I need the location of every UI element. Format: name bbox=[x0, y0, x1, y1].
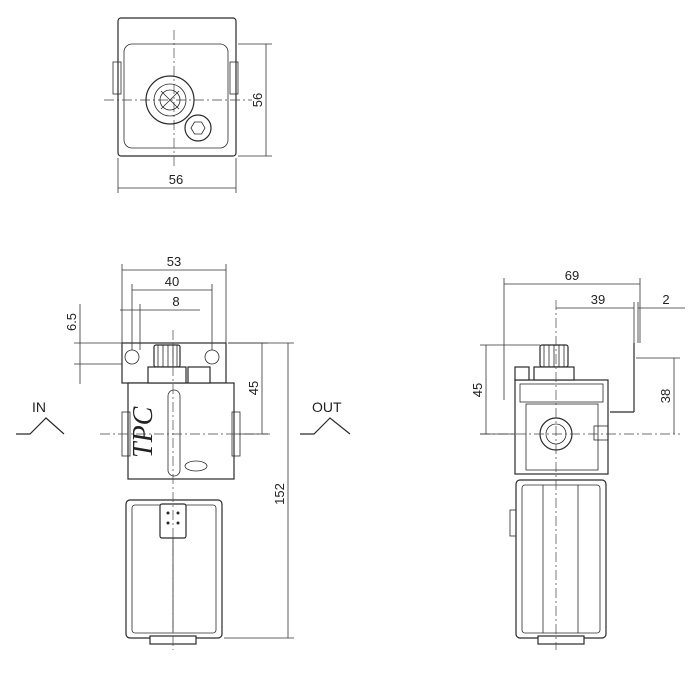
flow-in-symbol bbox=[16, 417, 65, 435]
side-depth-label: 69 bbox=[565, 268, 579, 283]
port-out-label: OUT bbox=[312, 399, 342, 415]
top-view: 56 56 bbox=[104, 17, 272, 193]
front-hole-offset-label: 8 bbox=[172, 294, 179, 309]
side-bowl bbox=[515, 479, 607, 639]
side-knob-collar bbox=[533, 366, 575, 381]
front-fill-plug bbox=[187, 366, 211, 384]
side-bracket-clamp bbox=[593, 425, 609, 441]
front-total-height-label: 152 bbox=[272, 483, 287, 505]
front-view: TPC IN OUT 53 40 8 bbox=[16, 254, 351, 650]
front-bracket-thickness-label: 6.5 bbox=[64, 313, 79, 331]
front-hole-spacing-label: 40 bbox=[165, 274, 179, 289]
front-sight-tube bbox=[167, 389, 181, 477]
top-view-width-label: 56 bbox=[169, 172, 183, 187]
side-drain bbox=[537, 635, 585, 645]
top-view-left-port bbox=[112, 61, 122, 95]
top-view-knob-outer bbox=[145, 75, 195, 125]
front-main-body bbox=[127, 382, 235, 480]
side-top-center-label: 45 bbox=[470, 383, 485, 397]
top-view-outline bbox=[117, 17, 237, 157]
flow-out-symbol bbox=[300, 417, 351, 435]
brand-logo-text: TPC bbox=[128, 406, 159, 458]
side-bowl-lock bbox=[509, 509, 517, 537]
front-bracket-center-label: 45 bbox=[246, 381, 261, 395]
side-bracket-offset-label: 39 bbox=[591, 292, 605, 307]
top-view-knob-inner bbox=[153, 83, 187, 117]
side-bracket-thickness-label: 2 bbox=[662, 292, 669, 307]
top-view-fill-hex bbox=[190, 121, 206, 135]
side-view: 69 39 2 45 38 bbox=[470, 268, 685, 650]
side-fill-plug bbox=[514, 366, 530, 381]
top-view-right-port bbox=[229, 61, 239, 95]
front-width-label: 53 bbox=[167, 254, 181, 269]
top-view-body bbox=[123, 43, 229, 149]
top-view-height-label: 56 bbox=[250, 93, 265, 107]
port-in-label: IN bbox=[32, 399, 46, 415]
top-view-knob-core bbox=[159, 89, 181, 111]
front-knob-collar bbox=[147, 366, 187, 384]
top-view-knob-cross bbox=[160, 90, 180, 110]
side-bracket-height-label: 38 bbox=[658, 389, 673, 403]
brand-emblem bbox=[184, 460, 208, 472]
top-view-fill-plug bbox=[184, 114, 212, 142]
